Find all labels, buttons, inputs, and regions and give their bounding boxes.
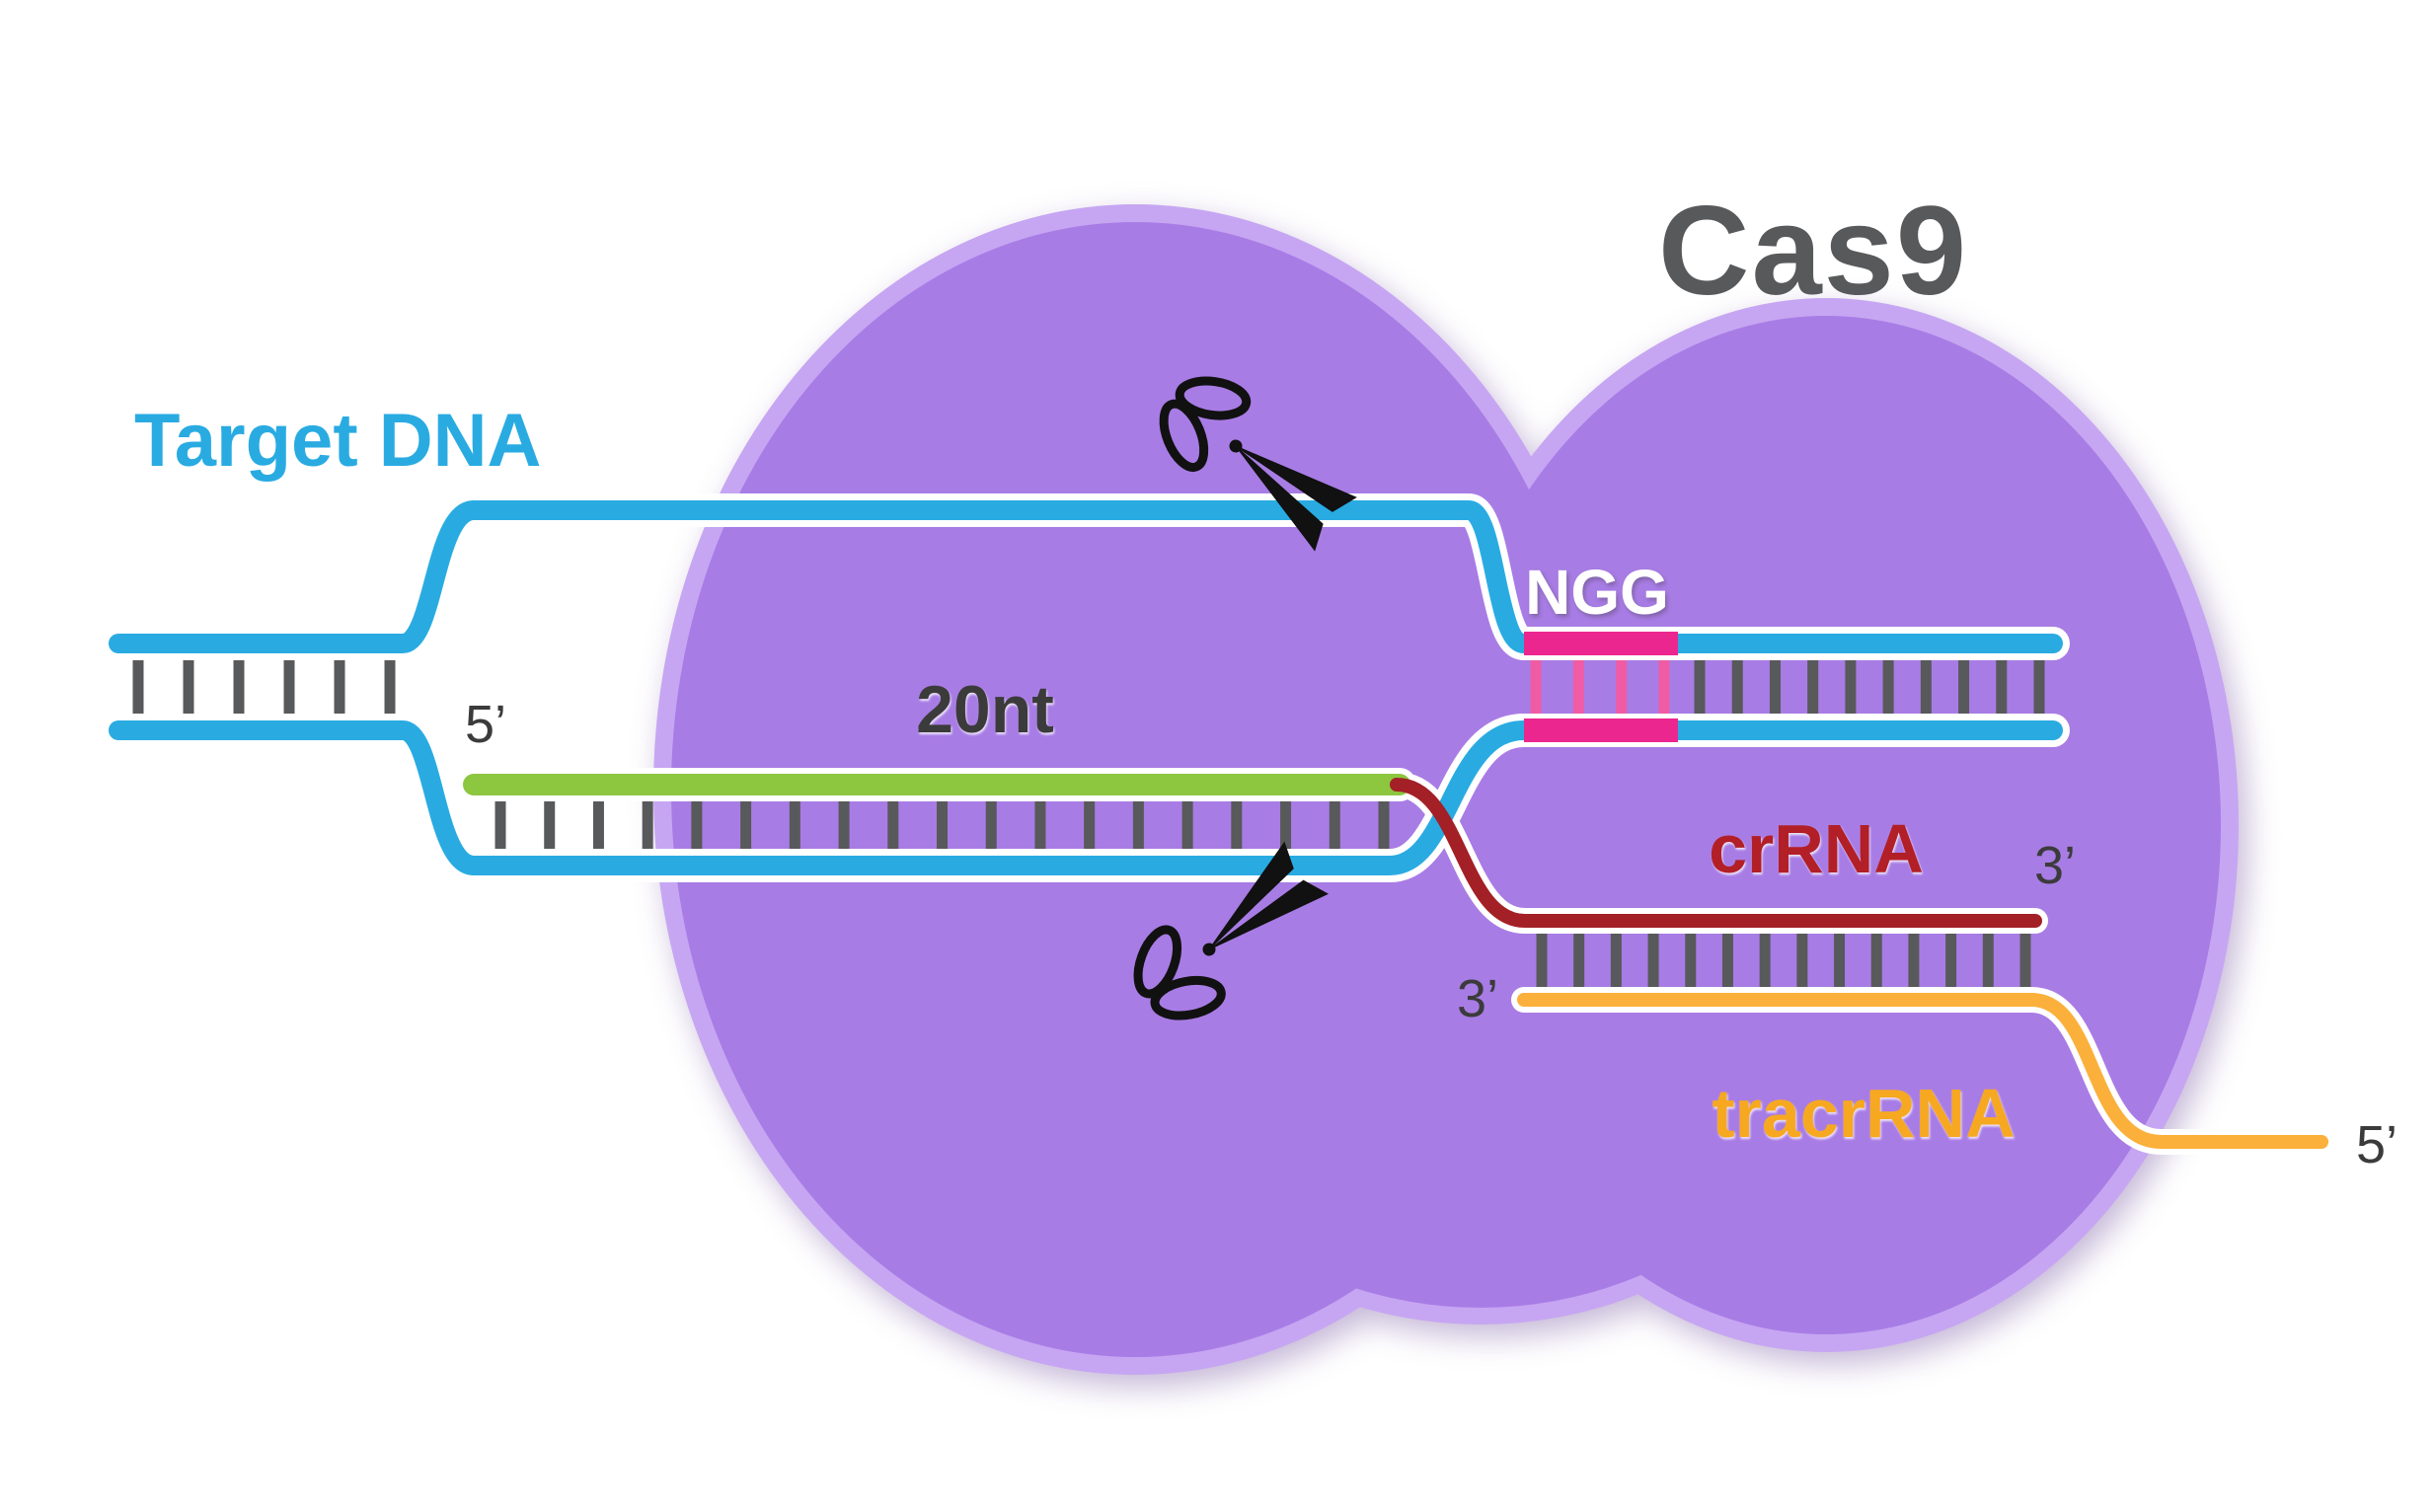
tracrrna-label: tracrRNA xyxy=(1712,1075,2015,1152)
guide-5-prime-label: 5’ xyxy=(465,695,506,754)
tracrrna-3-prime-label: 3’ xyxy=(1457,969,1498,1028)
crrna-3-prime-label: 3’ xyxy=(2034,836,2076,895)
target-dna-label: Target DNA xyxy=(134,399,541,483)
guide-length-label: 20nt xyxy=(916,672,1054,747)
ngg-pam-label: NGG xyxy=(1525,557,1669,628)
tracrrna-5-prime-label: 5’ xyxy=(2356,1115,2398,1174)
cas9-title: Cas9 xyxy=(1658,181,1968,322)
crrna-label: crRNA xyxy=(1709,810,1924,887)
